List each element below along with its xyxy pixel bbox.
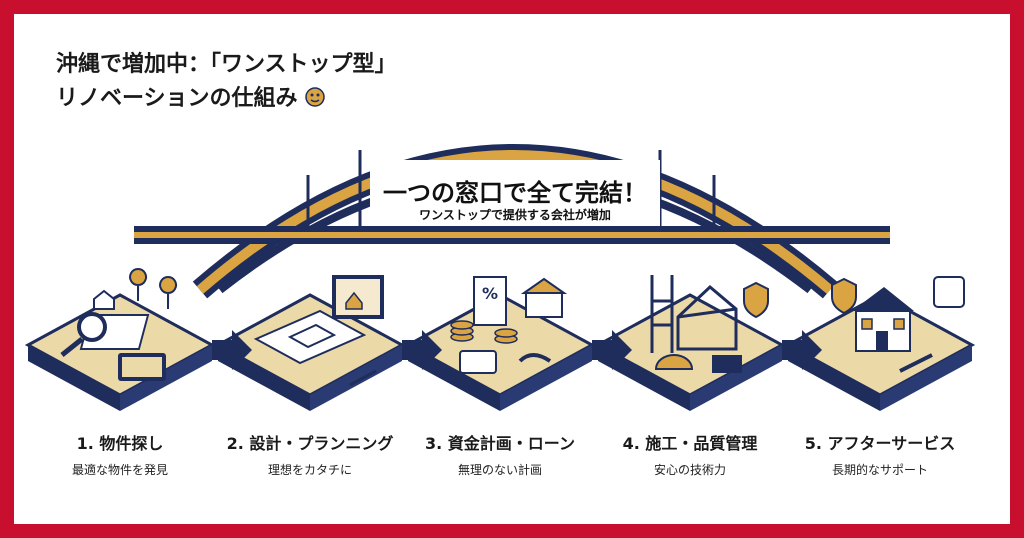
tile-5 (784, 276, 976, 411)
bridge-subline: ワンストップで提供する会社が増加 (419, 208, 611, 222)
arrows (212, 330, 822, 370)
tile-2 (214, 275, 406, 411)
arrow-2 (402, 330, 442, 370)
step-4-subtitle: 安心の技術力 (653, 463, 726, 477)
title-line-1: 沖縄で増加中：「ワンストップ型」 (56, 52, 397, 77)
step-3-subtitle: 無理のない計画 (457, 463, 542, 477)
frame (14, 14, 1010, 524)
bridge-arch-inner (196, 150, 834, 294)
tile-1 (24, 268, 216, 411)
step-3-title: 3. 資金計画・ローン (425, 434, 575, 453)
arrow-3 (592, 330, 632, 370)
step-1-title: 1. 物件探し (76, 434, 164, 453)
step-5-title: 5. アフターサービス (804, 434, 956, 453)
shisa-lion-icon (304, 87, 325, 107)
step-2-subtitle: 理想をカタチに (267, 463, 352, 477)
title-line-2: リノベーションの仕組み (56, 86, 298, 111)
bridge-headline: 一つの窓口で全て完結！ (383, 179, 647, 207)
svg-text:%: % (482, 284, 498, 303)
bridge (134, 144, 890, 299)
page-title: 沖縄で増加中：「ワンストップ型」 リノベーションの仕組み (56, 48, 397, 116)
bridge-deck-label-backdrop (370, 160, 660, 226)
arrow-1 (212, 330, 252, 370)
step-1-subtitle: 最適な物件を発見 (71, 463, 168, 477)
arrow-4 (782, 330, 822, 370)
tile-4 (594, 275, 786, 411)
step-2-title: 2. 設計・プランニング (226, 434, 394, 453)
step-5-subtitle: 長期的なサポート (831, 463, 928, 477)
tile-3: % (404, 276, 596, 411)
step-4-title: 4. 施工・品質管理 (622, 434, 758, 453)
